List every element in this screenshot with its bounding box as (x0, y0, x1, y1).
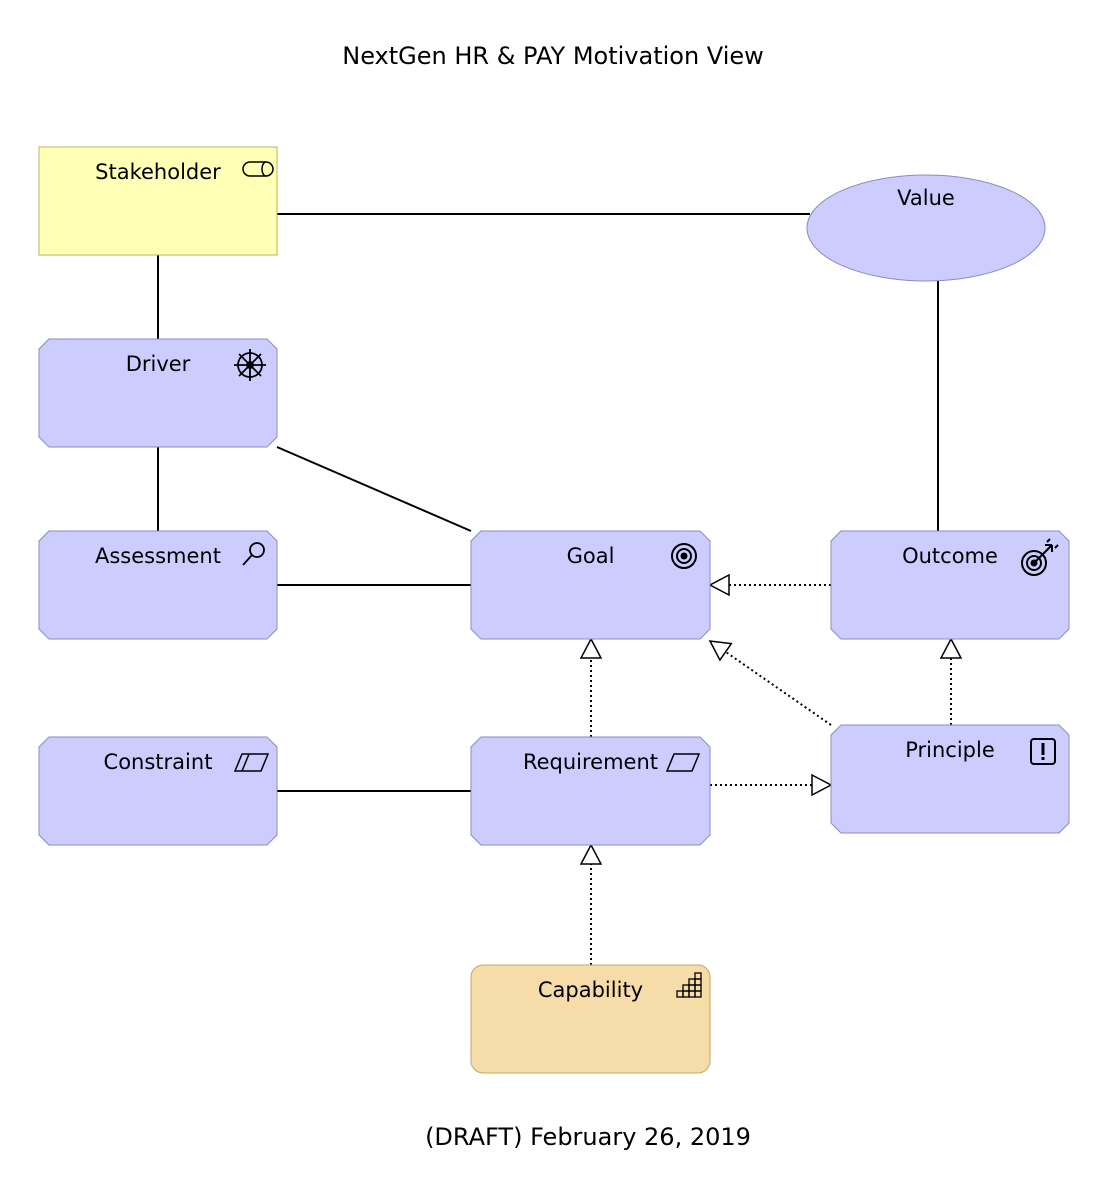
constraint-element[interactable] (38, 736, 278, 846)
constraint-label: Constraint (103, 750, 213, 774)
principle-element[interactable] (830, 724, 1070, 834)
capability-steps-icon (676, 972, 702, 998)
driver-wheel-icon (234, 349, 266, 381)
outcome-target-arrow-icon (1021, 538, 1059, 576)
relation-driver-goal[interactable] (276, 446, 472, 532)
driver-label: Driver (125, 352, 191, 376)
goal-label: Goal (566, 544, 615, 568)
outcome-element[interactable] (830, 530, 1070, 640)
outcome-label: Outcome (902, 544, 998, 568)
value-element[interactable] (806, 174, 1046, 282)
capability-label: Capability (537, 978, 644, 1002)
requirement-label: Requirement (522, 750, 659, 774)
diagram-title: NextGen HR & PAY Motivation View (342, 42, 764, 70)
driver-element[interactable] (38, 338, 278, 448)
goal-target-icon (671, 543, 697, 569)
stakeholder-icon (242, 161, 274, 177)
exclamation-icon (1030, 738, 1056, 765)
magnifier-icon (242, 542, 265, 566)
principle-label: Principle (905, 738, 995, 762)
assessment-label: Assessment (95, 544, 221, 568)
stakeholder-element[interactable] (38, 146, 278, 256)
assessment-element[interactable] (38, 530, 278, 640)
requirement-element[interactable] (470, 736, 711, 846)
goal-element[interactable] (470, 530, 711, 640)
relation-principle-goal[interactable] (710, 641, 832, 726)
parallelogram-icon (233, 753, 270, 772)
draft-date-footer: (DRAFT) February 26, 2019 (425, 1123, 751, 1151)
parallelogram-icon (665, 753, 701, 772)
stakeholder-label: Stakeholder (95, 160, 221, 184)
capability-element[interactable] (470, 964, 711, 1074)
value-label: Value (897, 186, 955, 210)
